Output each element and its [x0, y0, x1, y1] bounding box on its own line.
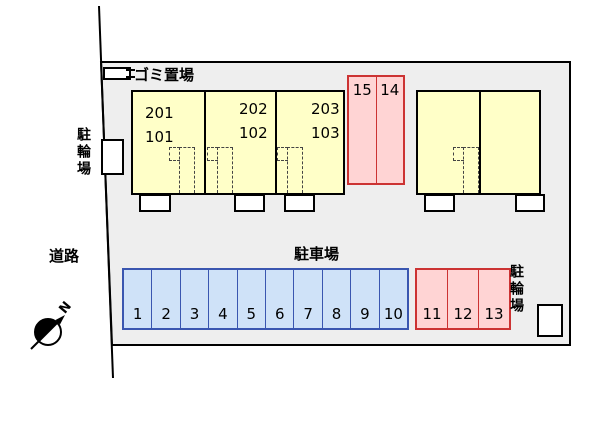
- parking-stall-10: 10: [379, 270, 408, 328]
- stair-icon: [169, 146, 195, 193]
- unit-103-label: 103: [311, 124, 340, 142]
- porch: [515, 194, 545, 212]
- stair-icon: [207, 146, 233, 193]
- compass-n-label: N: [56, 299, 74, 317]
- unit-203-label: 203: [311, 100, 340, 118]
- parking-stall-4: 4: [209, 270, 238, 328]
- garbage-label: ゴミ置場: [134, 66, 195, 84]
- stair-step-icon: [207, 146, 218, 161]
- stair-icon: [277, 146, 303, 193]
- bicycle-right-label: 駐輪場: [508, 264, 524, 315]
- unit-divider: [275, 92, 277, 193]
- unit-102-label: 102: [239, 124, 268, 142]
- building-1: 201 101 202 102 203 103: [131, 90, 345, 195]
- porch: [424, 194, 455, 212]
- unit-201-label: 201: [145, 104, 174, 122]
- compass-north-icon: N: [30, 299, 75, 350]
- parking-stall-12: 12: [448, 270, 479, 328]
- stair-step-icon: [453, 146, 464, 161]
- parking-stall-7: 7: [294, 270, 323, 328]
- parking-stall-8: 8: [322, 270, 352, 328]
- road-line: [98, 5, 114, 379]
- bicycle-right-box: [537, 304, 563, 337]
- stair-step-icon: [277, 146, 288, 161]
- parking-lot-label: 駐車場: [294, 245, 340, 263]
- porch: [139, 194, 171, 212]
- parking-stall-14: 14: [376, 77, 403, 183]
- parking-stall-1: 1: [124, 270, 153, 328]
- parking-stall-6: 6: [266, 270, 295, 328]
- unit-divider: [204, 92, 206, 193]
- unit-101-label: 101: [145, 128, 174, 146]
- stall-row-blue: 1 2 3 4 5 6 7 8 9 10: [122, 268, 409, 330]
- parking-stall-5: 5: [237, 270, 267, 328]
- unit-divider: [479, 92, 481, 193]
- road-label: 道路: [49, 247, 80, 265]
- gate-mark-icon: [126, 69, 135, 78]
- porch: [284, 194, 315, 212]
- parking-stall-11: 11: [417, 270, 448, 328]
- unit-202-label: 202: [239, 100, 268, 118]
- building-2: [416, 90, 541, 195]
- stall-row-top: 15 14: [347, 75, 405, 185]
- bicycle-left-box: [101, 139, 124, 175]
- stair-step-icon: [169, 146, 180, 161]
- stall-row-pink: 11 12 13: [415, 268, 511, 330]
- garbage-box: [103, 67, 131, 80]
- parking-stall-2: 2: [152, 270, 181, 328]
- parking-stall-9: 9: [351, 270, 380, 328]
- parking-stall-13: 13: [479, 270, 509, 328]
- porch: [234, 194, 265, 212]
- parking-stall-15: 15: [349, 77, 377, 183]
- stair-icon: [453, 146, 479, 193]
- parking-stall-3: 3: [180, 270, 210, 328]
- bicycle-left-label: 駐輪場: [75, 127, 91, 178]
